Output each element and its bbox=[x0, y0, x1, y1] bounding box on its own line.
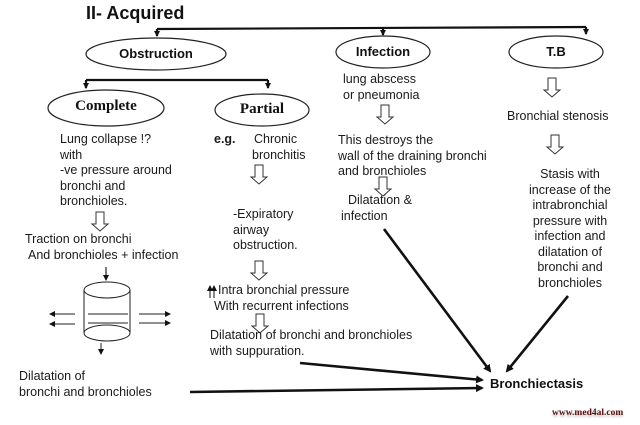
hollow-down-arrow-icon bbox=[250, 313, 270, 334]
hollow-arrows bbox=[90, 77, 565, 334]
infection-effect-text: This destroys the wall of the draining b… bbox=[338, 133, 487, 178]
infection-cause-text: lung abscess or pneumonia bbox=[343, 72, 420, 102]
hollow-down-arrow-icon bbox=[373, 176, 393, 197]
complete-node: Complete bbox=[75, 98, 137, 114]
page-title: II- Acquired bbox=[86, 3, 185, 23]
top-bracket bbox=[154, 25, 589, 37]
tb-node: T.B bbox=[546, 44, 566, 59]
partial-node-shape bbox=[214, 93, 310, 127]
hollow-down-arrow-icon bbox=[249, 260, 269, 281]
traction-text: Traction on bronchi And bronchioles + in… bbox=[25, 232, 179, 262]
hollow-down-arrow-icon bbox=[542, 77, 562, 98]
infection-node: Infection bbox=[355, 44, 411, 59]
complete-dilatation-text: Dilatation of bronchi and bronchioles bbox=[19, 369, 152, 399]
cylinder-diagram bbox=[49, 267, 171, 355]
obstruction-bracket bbox=[83, 78, 271, 89]
complete-node-shape bbox=[47, 89, 165, 127]
complete-cause-text: Lung collapse !? with -ve pressure aroun… bbox=[60, 132, 172, 208]
infection-result-text: Dilatation & infection bbox=[341, 193, 412, 223]
eg-label: e.g. bbox=[214, 132, 236, 146]
partial-example-text: Chronic bronchitis bbox=[252, 132, 306, 162]
hollow-down-arrow-icon bbox=[545, 134, 565, 155]
outcome-arrows bbox=[189, 228, 570, 394]
hollow-down-arrow-icon bbox=[90, 211, 110, 232]
partial-node: Partial bbox=[239, 101, 285, 117]
expiratory-text: -Expiratory airway obstruction. bbox=[233, 207, 298, 252]
tb-node-shape bbox=[508, 35, 604, 69]
increase-arrows-icon bbox=[207, 285, 217, 298]
hollow-down-arrow-icon bbox=[249, 164, 269, 185]
watermark: www.med4al.com bbox=[552, 408, 624, 418]
hollow-down-arrow-icon bbox=[375, 104, 395, 125]
obstruction-node: Obstruction bbox=[119, 46, 193, 61]
infection-node-shape bbox=[335, 35, 431, 69]
obstruction-node-shape bbox=[85, 37, 227, 71]
outcome-bronchiectasis: Bronchiectasis bbox=[490, 376, 584, 391]
partial-dilatation-text: Dilatation of bronchi and bronchioles wi… bbox=[210, 328, 413, 358]
pressure-text: Intra bronchial pressure With recurrent … bbox=[214, 283, 350, 313]
tb-cause-text: Bronchial stenosis bbox=[507, 109, 609, 123]
tb-effect-text: Stasis with increase of the intrabronchi… bbox=[529, 167, 611, 290]
